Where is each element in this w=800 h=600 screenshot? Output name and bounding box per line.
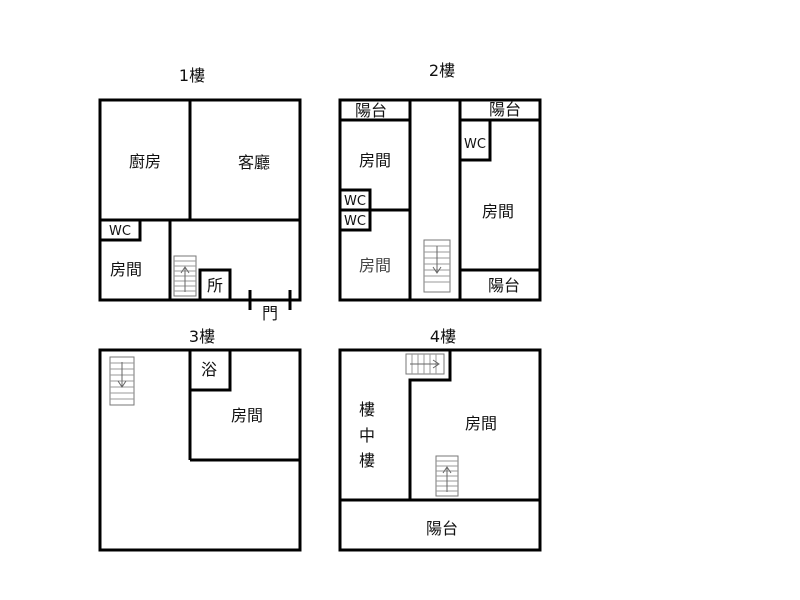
floor-1-kitchen-label: 廚房 [129, 152, 161, 171]
floor-4-mezzanine-label-1: 樓 [359, 400, 375, 419]
floor-3-bath [188, 348, 232, 392]
floor-1-room-label: 房間 [110, 260, 142, 279]
floor-2-room-upper-left-label: 房間 [359, 151, 391, 170]
floor-1-wc-label: WC [109, 224, 131, 239]
floor-2-room-right-label: 房間 [482, 202, 514, 221]
floor-3: 3樓 浴 房間 [98, 327, 302, 552]
floor-3-room-label: 房間 [231, 406, 263, 425]
floor-2-wc-right [458, 118, 492, 162]
floor-1-door-label: 門 [262, 304, 278, 323]
floor-2-wc-left-lower-label: WC [344, 214, 366, 229]
floor-4-outline [338, 348, 542, 552]
floor-1-living-label: 客廳 [238, 153, 270, 172]
floor-2-balcony-left-label: 陽台 [355, 101, 387, 120]
floor-4-mezzanine-label-2: 中 [359, 426, 375, 445]
floor-4-stair-up-icon [435, 455, 459, 497]
floor-2-wc-left-upper-label: WC [344, 194, 366, 209]
floor-1: 1樓 WC 所 門 廚房 [98, 66, 302, 323]
floor-2-wc-left-lower [338, 208, 372, 232]
floor-1-title: 1樓 [179, 66, 205, 85]
floor-2-balcony-bottom-label: 陽台 [488, 276, 520, 295]
floor-2-wc-right-label: WC [464, 137, 486, 152]
floor-2: 2樓 WC WC WC 陽台 [338, 61, 542, 302]
floor-1-wc [98, 218, 142, 242]
floor-1-toilet [198, 268, 232, 302]
floor-4-mezzanine-label-3: 樓 [359, 451, 375, 470]
floor-3-stair-down-icon [109, 356, 135, 406]
floor-4: 4樓 樓 中 [338, 327, 542, 552]
floor-2-stair-down-icon [423, 239, 451, 293]
floor-3-title: 3樓 [189, 327, 215, 346]
floor-1-toilet-label: 所 [207, 276, 223, 295]
floor-1-door-icon [248, 290, 292, 310]
floor-4-title: 4樓 [430, 327, 456, 346]
floor-2-title: 2樓 [429, 61, 455, 80]
floor-4-balcony-label: 陽台 [426, 519, 458, 538]
floor-1-stair-up-icon [173, 255, 197, 297]
floor-2-balcony-right-label: 陽台 [489, 100, 521, 119]
floor-3-bath-label: 浴 [201, 360, 217, 379]
floor-4-stair-horizontal-icon [405, 353, 445, 375]
floor-2-room-lower-left-label: 房間 [359, 256, 391, 275]
floor-4-room-label: 房間 [465, 414, 497, 433]
